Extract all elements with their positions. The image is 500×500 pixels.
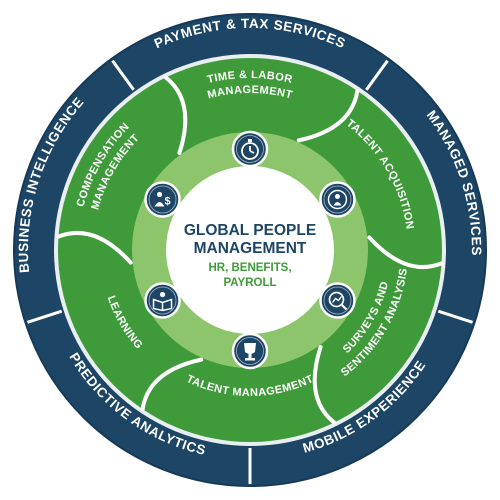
trophy-icon	[231, 332, 269, 370]
module-label: MANAGEMENT	[206, 84, 294, 102]
svg-text:$: $	[164, 196, 170, 208]
outer-ring-edge	[13, 13, 487, 487]
outer-divider	[365, 59, 389, 91]
green-divider	[296, 88, 360, 143]
green-divider	[163, 75, 188, 155]
center-subtitle-line2: PAYROLL	[223, 277, 276, 289]
green-divider	[56, 231, 133, 265]
chart-magnifier-icon	[319, 282, 356, 319]
stopwatch-icon	[231, 130, 269, 168]
book-person-icon	[144, 282, 181, 319]
module-label: TIME & LABOR	[206, 69, 294, 86]
outer-divider	[437, 309, 474, 324]
green-divider	[367, 235, 444, 269]
target-person-icon	[319, 181, 356, 218]
outer-divider	[111, 59, 135, 91]
green-divider	[312, 345, 337, 425]
green-divider	[140, 357, 204, 412]
center-circle	[166, 166, 334, 334]
center-hub: GLOBAL PEOPLE MANAGEMENT HR, BENEFITS, P…	[166, 166, 334, 334]
module-icons: $	[144, 130, 356, 370]
center-title-line1: GLOBAL PEOPLE	[184, 222, 316, 239]
dollar-person-icon: $	[144, 181, 181, 218]
outer-divider	[26, 309, 63, 324]
center-subtitle-line1: HR, BENEFITS,	[208, 262, 291, 274]
center-title-line2: MANAGEMENT	[194, 240, 307, 257]
